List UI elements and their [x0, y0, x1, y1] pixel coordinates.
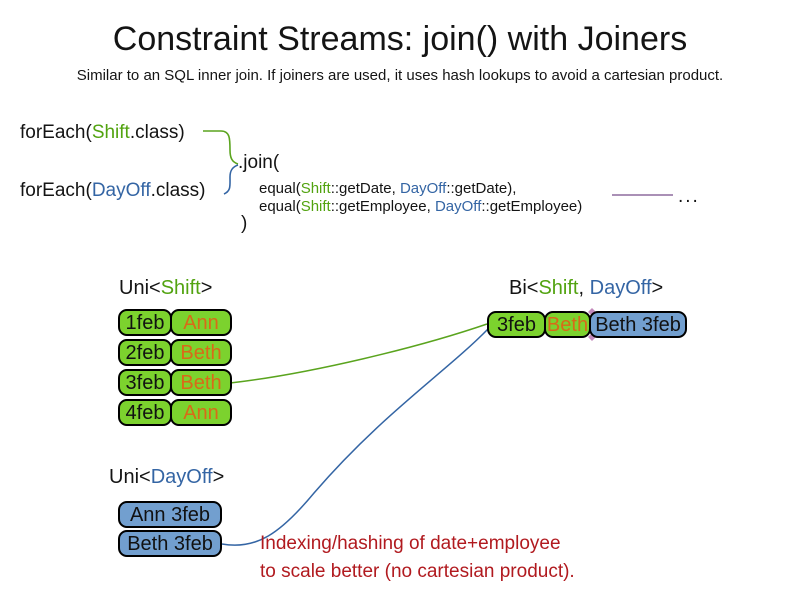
uni-shift-row-2: 2feb Beth	[118, 339, 232, 366]
shift-employee-cell: Ann	[170, 399, 232, 426]
label-text: >	[200, 277, 213, 299]
dayoff-cell: Ann 3feb	[118, 501, 222, 528]
code-equal-employee: equal(Shift::getEmployee, DayOff::getEmp…	[259, 198, 582, 215]
shift-employee-cell: Beth	[170, 339, 232, 366]
shift-class-token: Shift	[91, 122, 130, 143]
shift-employee-cell: Ann	[170, 309, 232, 336]
uni-shift-label: Uni<Shift>	[119, 277, 212, 300]
code-foreach-dayoff: forEach(DayOff.class)	[20, 180, 206, 202]
code-text: ::getDate),	[446, 180, 517, 197]
dayoff-type-token: DayOff	[589, 277, 652, 299]
uni-shift-row-4: 4feb Ann	[118, 399, 232, 426]
uni-dayoff-row-1: Ann 3feb	[118, 501, 222, 528]
label-text: >	[651, 277, 664, 299]
page-title: Constraint Streams: join() with Joiners	[112, 20, 688, 58]
code-join-close: )	[241, 213, 248, 234]
label-text: Uni<	[109, 466, 151, 488]
code-text: equal(	[259, 180, 301, 197]
label-text: Bi<	[509, 277, 539, 299]
uni-shift-row-3: 3feb Beth	[118, 369, 232, 396]
dayoff-type-token: DayOff	[150, 466, 213, 488]
uni-dayoff-row-2: Beth 3feb	[118, 530, 222, 557]
shift-type-token: Shift	[538, 277, 579, 299]
dayoff-class-token: DayOff	[399, 180, 447, 197]
shift-class-token: Shift	[300, 180, 331, 197]
label-text: Uni<	[119, 277, 161, 299]
shift-date-cell: 1feb	[118, 309, 172, 336]
bi-date-cell: 3feb	[487, 311, 546, 338]
code-text: ::getEmployee)	[481, 198, 583, 215]
shift-class-token: Shift	[300, 198, 331, 215]
shift-date-cell: 4feb	[118, 399, 172, 426]
dayoff-cell: Beth 3feb	[118, 530, 222, 557]
brace-top-connector	[203, 130, 239, 165]
code-text: ::getDate,	[330, 180, 400, 197]
indexing-note: Indexing/hashing of date+employee to scal…	[260, 530, 575, 586]
shift-employee-cell: Beth	[170, 369, 232, 396]
code-text: forEach(	[20, 180, 92, 201]
code-foreach-shift: forEach(Shift.class)	[20, 122, 185, 144]
code-text: forEach(	[20, 122, 92, 143]
shift-type-token: Shift	[160, 277, 201, 299]
code-text: equal(	[259, 198, 301, 215]
label-text: >	[212, 466, 225, 488]
shift-date-cell: 3feb	[118, 369, 172, 396]
bi-employee-cell: Beth	[544, 311, 591, 338]
more-joiners-ellipsis: ...	[678, 186, 700, 207]
uni-dayoff-label: Uni<DayOff>	[109, 466, 224, 489]
shift-to-bi-connector	[229, 323, 488, 384]
code-text: .class)	[129, 122, 185, 143]
dayoff-class-token: DayOff	[91, 180, 151, 201]
brace-bottom-connector	[223, 164, 239, 195]
dayoff-to-bi-connector	[221, 328, 489, 546]
bi-label: Bi<Shift, DayOff>	[509, 277, 663, 300]
bi-dayoff-cell: Beth 3feb	[589, 311, 687, 338]
bi-row: 3feb Beth Beth 3feb	[487, 311, 687, 338]
label-text: ,	[578, 277, 590, 299]
code-text: .class)	[150, 180, 206, 201]
code-text: ::getEmployee,	[330, 198, 435, 215]
note-line-2: to scale better (no cartesian product).	[260, 561, 575, 582]
page-subtitle: Similar to an SQL inner join. If joiners…	[76, 67, 724, 84]
dayoff-class-token: DayOff	[434, 198, 482, 215]
shift-date-cell: 2feb	[118, 339, 172, 366]
code-equal-date: equal(Shift::getDate, DayOff::getDate),	[259, 180, 516, 197]
note-line-1: Indexing/hashing of date+employee	[260, 533, 561, 554]
uni-shift-row-1: 1feb Ann	[118, 309, 232, 336]
code-join-open: .join(	[238, 152, 280, 173]
